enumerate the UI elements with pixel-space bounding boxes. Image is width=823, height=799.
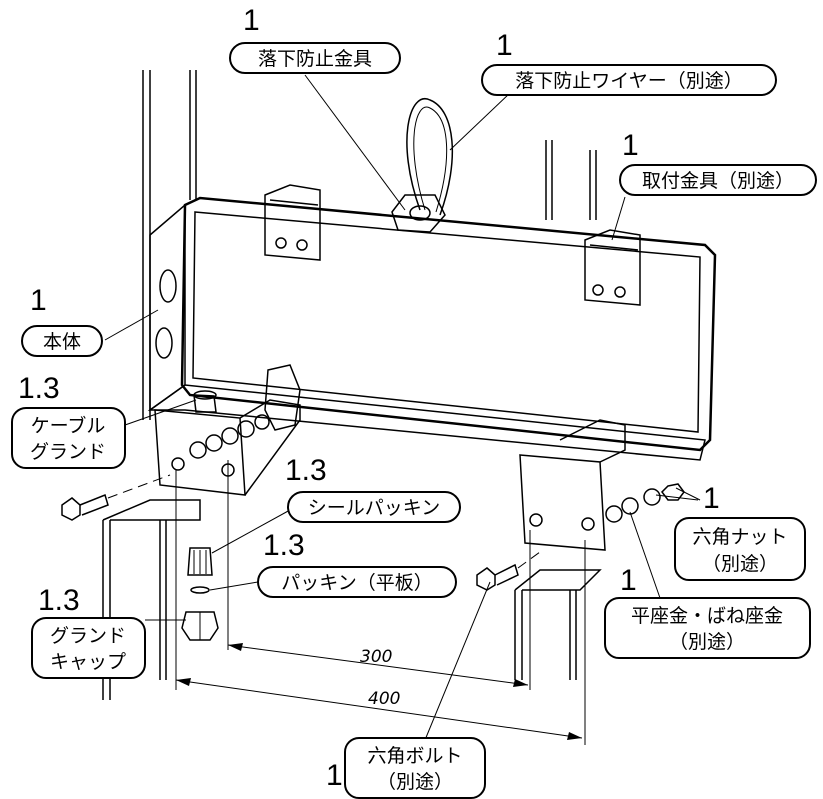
mount-bracket-left-top	[264, 184, 321, 261]
callout-text-hex-bolt-1: 六角ボルト	[367, 745, 462, 767]
callout-box-cable-gland	[11, 407, 126, 469]
callout-box-gland-cap	[31, 617, 146, 679]
callout-ref-hex-bolt: 1	[326, 759, 343, 792]
leader-lines	[104, 74, 701, 741]
wall-stud-left	[142, 70, 197, 420]
callout-box-fall-wire	[481, 64, 777, 96]
lower-stud-right	[514, 569, 602, 680]
callout-box-mount-bracket	[619, 164, 817, 196]
callout-ref-body: 1	[30, 284, 47, 317]
callout-ref-seal-packing: 1.3	[285, 454, 327, 487]
mount-bracket-left-bottom	[154, 364, 301, 496]
callout-ref-packing-flat: 1.3	[263, 529, 305, 562]
callout-box-seal-packing	[287, 491, 461, 523]
callout-text-cable-gland-1: ケーブル	[31, 414, 106, 437]
fall-prevention-bracket	[391, 194, 446, 233]
callout-box-hex-bolt	[344, 737, 486, 799]
callout-ref-hex-nut: 1	[703, 482, 720, 515]
callout-text-seal-packing: シールパッキン	[308, 497, 440, 519]
callout-ref-fall-bracket: 1	[243, 4, 260, 37]
exploded-gland-parts	[181, 547, 219, 641]
callout-ref-gland-cap: 1.3	[38, 584, 80, 617]
callout-text-packing-flat: パッキン（平板）	[281, 572, 432, 594]
callout-box-hex-nut	[674, 517, 806, 581]
mount-bracket-right-top	[584, 229, 641, 306]
callout-text-fall-wire: 落下防止ワイヤー（別途）	[515, 70, 742, 92]
callout-text-washers-2: （別途）	[669, 631, 745, 653]
callout-ref-washers: 1	[620, 564, 637, 597]
dimension-400: 400	[175, 470, 586, 745]
dimension-400-label: 400	[368, 689, 400, 709]
callout-ref-mount-bracket: 1	[622, 129, 639, 162]
cable-gland-part	[193, 390, 217, 413]
callout-text-washers-1: 平座金・ばね座金	[631, 605, 783, 627]
callout-text-body: 本体	[43, 331, 81, 353]
callout-box-fall-bracket	[229, 42, 401, 74]
callout-text-mount-bracket: 取付金具（別途）	[642, 170, 794, 192]
callout-text-gland-cap-2: キャップ	[50, 651, 126, 673]
callout-ref-cable-gland: 1.3	[18, 372, 60, 405]
callout-box-packing-flat	[257, 566, 457, 598]
hex-bolt-left	[61, 474, 171, 521]
wall-stud-right	[545, 140, 597, 220]
callout-text-gland-cap-1: グランド	[50, 625, 126, 647]
mount-bracket-right-bottom	[519, 419, 685, 551]
callout-text-hex-bolt-2: （別途）	[377, 771, 453, 793]
fall-prevention-wire	[406, 98, 454, 216]
dimension-300: 300	[227, 460, 531, 690]
hex-bolt-right	[476, 551, 541, 591]
main-body-box	[147, 196, 717, 461]
callout-ref-fall-wire: 1	[496, 29, 513, 62]
callout-box-washers	[604, 597, 811, 659]
callout-box-body	[21, 325, 103, 357]
callout-text-fall-bracket: 落下防止金具	[258, 48, 372, 70]
callout-text-hex-nut-2: （別途）	[702, 553, 778, 575]
callout-text-hex-nut-1: 六角ナット	[692, 526, 787, 548]
callout-text-cable-gland-2: グランド	[30, 441, 106, 463]
dimension-300-label: 300	[360, 647, 392, 667]
